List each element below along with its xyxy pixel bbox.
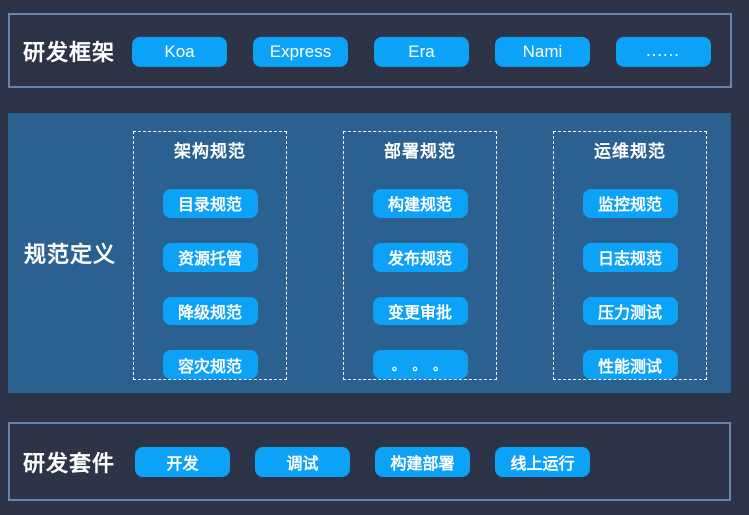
suite-section-label: 研发套件: [23, 450, 116, 476]
framework-chip-koa[interactable]: Koa: [132, 36, 227, 67]
spec-chip-monitoring[interactable]: 监控规范: [582, 189, 678, 218]
spec-chip-stress-test[interactable]: 压力测试: [582, 296, 678, 326]
spec-chip-more[interactable]: 。 。 。: [372, 350, 468, 379]
framework-chip-nami[interactable]: Nami: [495, 36, 590, 67]
spec-chip-resource-hosting[interactable]: 资源托管: [162, 242, 258, 272]
spec-group-deployment: 部署规范 构建规范 发布规范 变更审批 。 。 。: [343, 131, 497, 380]
spec-chip-performance-test[interactable]: 性能测试: [582, 350, 678, 379]
suite-chip-build-deploy[interactable]: 构建部署: [375, 446, 470, 477]
suite-section: 研发套件 开发 调试 构建部署 线上运行: [8, 422, 731, 501]
suite-chip-online-run[interactable]: 线上运行: [495, 446, 590, 477]
spec-chip-build[interactable]: 构建规范: [372, 189, 468, 218]
spec-chip-degradation[interactable]: 降级规范: [162, 296, 258, 326]
suite-chip-develop[interactable]: 开发: [135, 446, 230, 477]
spec-group-operations: 运维规范 监控规范 日志规范 压力测试 性能测试: [553, 131, 707, 380]
framework-chip-era[interactable]: Era: [374, 36, 469, 67]
spec-chip-release[interactable]: 发布规范: [372, 242, 468, 272]
suite-chip-debug[interactable]: 调试: [255, 446, 350, 477]
spec-definition-section: 规范定义 架构规范 目录规范 资源托管 降级规范 容灾规范 部署规范 构建规范 …: [8, 113, 731, 393]
spec-group-title: 部署规范: [384, 142, 456, 161]
spec-chip-directory[interactable]: 目录规范: [162, 189, 258, 218]
spec-chip-change-approval[interactable]: 变更审批: [372, 296, 468, 326]
spec-group-title: 架构规范: [174, 142, 246, 161]
spec-chip-disaster-recovery[interactable]: 容灾规范: [162, 350, 258, 379]
frameworks-section: 研发框架 Koa Express Era Nami ......: [8, 13, 732, 88]
spec-group-architecture: 架构规范 目录规范 资源托管 降级规范 容灾规范: [133, 131, 287, 380]
suite-chip-row: 开发 调试 构建部署 线上运行: [135, 446, 590, 477]
spec-section-label: 规范定义: [24, 242, 117, 267]
framework-chip-express[interactable]: Express: [253, 36, 348, 67]
frameworks-chip-row: Koa Express Era Nami ......: [132, 36, 711, 67]
frameworks-section-label: 研发框架: [23, 39, 116, 65]
spec-chip-logging[interactable]: 日志规范: [582, 242, 678, 272]
framework-chip-more[interactable]: ......: [616, 36, 711, 67]
spec-group-title: 运维规范: [594, 142, 666, 161]
